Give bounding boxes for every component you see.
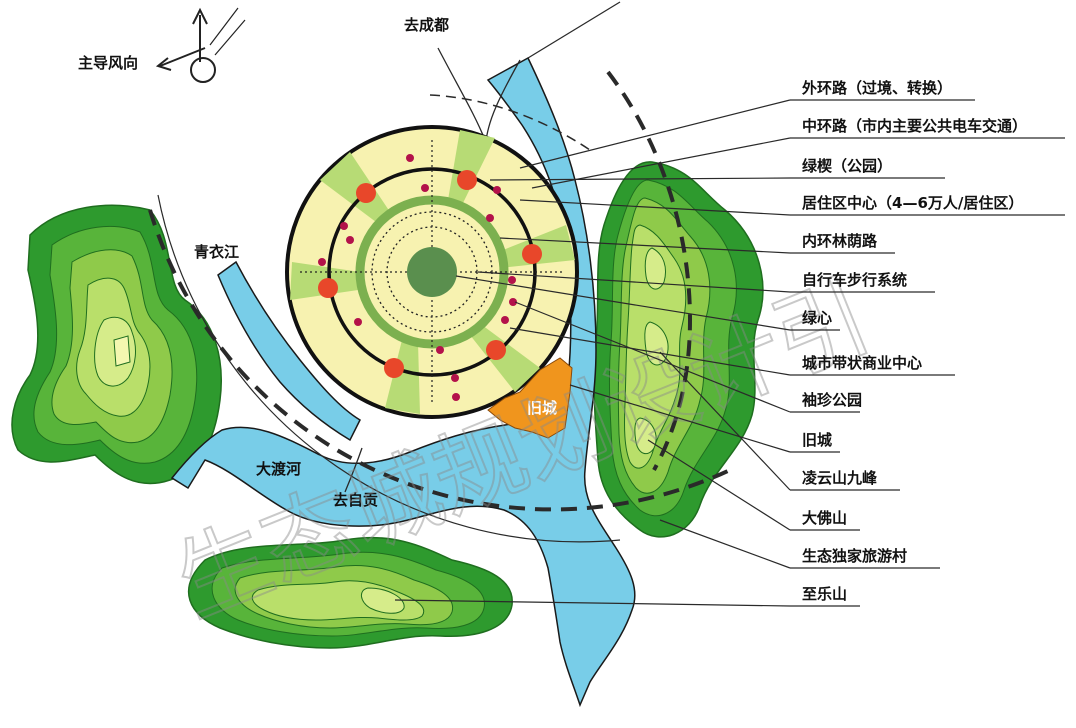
legend-dafo-mountain: 大佛山 [802,509,847,527]
residential-center-dot [522,244,542,264]
pocket-parks [318,154,517,401]
legend: 外环路（过境、转换） 中环路（市内主要公共电车交通） 绿楔（公园） 居住区中心（… [801,79,1027,603]
pocket-park-dot [508,276,516,284]
legend-green-heart: 绿心 [802,309,832,327]
pocket-park-dot [501,316,509,324]
residential-center-dot [356,183,376,203]
legend-commercial-belt: 城市带状商业中心 [802,354,922,372]
to-chengdu-label: 去成都 [404,16,449,34]
green-heart [407,247,457,297]
qingyi-river [217,260,361,442]
legend-lingyun-mountain: 凌云山九峰 [802,469,878,487]
pocket-park-dot [493,186,501,194]
bottom-mountain-peak [361,587,405,614]
pocket-park-dot [421,184,429,192]
residential-centers [318,170,542,378]
qingyi-river-label: 青衣江 [194,243,239,261]
legend-old-city: 旧城 [802,431,832,449]
roads [344,1,621,493]
dadu-river-label: 大渡河 [256,460,301,478]
legend-pocket-park: 袖珍公园 [802,391,862,409]
legend-bike-pedestrian: 自行车步行系统 [802,271,907,289]
residential-center-dot [318,278,338,298]
residential-center-dot [457,170,477,190]
circular-city [285,125,579,419]
pocket-park-dot [452,393,460,401]
old-city-label: 旧城 [527,399,557,417]
pocket-park-dot [354,318,362,326]
residential-center-dot [486,340,506,360]
legend-green-wedge: 绿楔（公园） [802,157,892,175]
legend-middle-ring-road: 中环路（市内主要公共电车交通） [802,117,1027,135]
pocket-park-dot [340,222,348,230]
pocket-park-dot [406,154,414,162]
pocket-park-dot [346,236,354,244]
residential-center-dot [384,358,404,378]
pocket-park-dot [486,214,494,222]
bottom-mountain [187,536,513,649]
wind-direction-label: 主导风向 [78,54,138,72]
green-wedge-s [385,340,420,414]
green-wedge-se [470,325,540,392]
outer-ring-road [148,70,731,543]
right-mountain [593,161,764,538]
legend-residential-center: 居住区中心（4—6万人/居住区） [802,194,1023,212]
legend-zhile-mountain: 至乐山 [802,585,847,603]
pocket-park-dot [436,346,444,354]
right-mountain-peak [644,247,666,290]
wind-direction-symbol [155,7,246,83]
legend-outer-ring-road: 外环路（过境、转换） [801,79,952,97]
green-wedge-nw [320,152,392,225]
to-zigong-label: 去自贡 [333,491,378,509]
right-mountain-peak [634,417,657,455]
legend-leader-lines [394,99,1065,607]
radial-paths [300,140,564,405]
legend-eco-village: 生态独家旅游村 [802,547,907,565]
pocket-park-dot [318,258,326,266]
old-city-area [487,357,573,439]
pocket-park-dot [451,374,459,382]
left-mountain [11,204,222,485]
left-mountain-peak [113,335,131,367]
legend-inner-boulevard: 内环林荫路 [802,232,878,250]
pocket-park-dot [509,298,517,306]
